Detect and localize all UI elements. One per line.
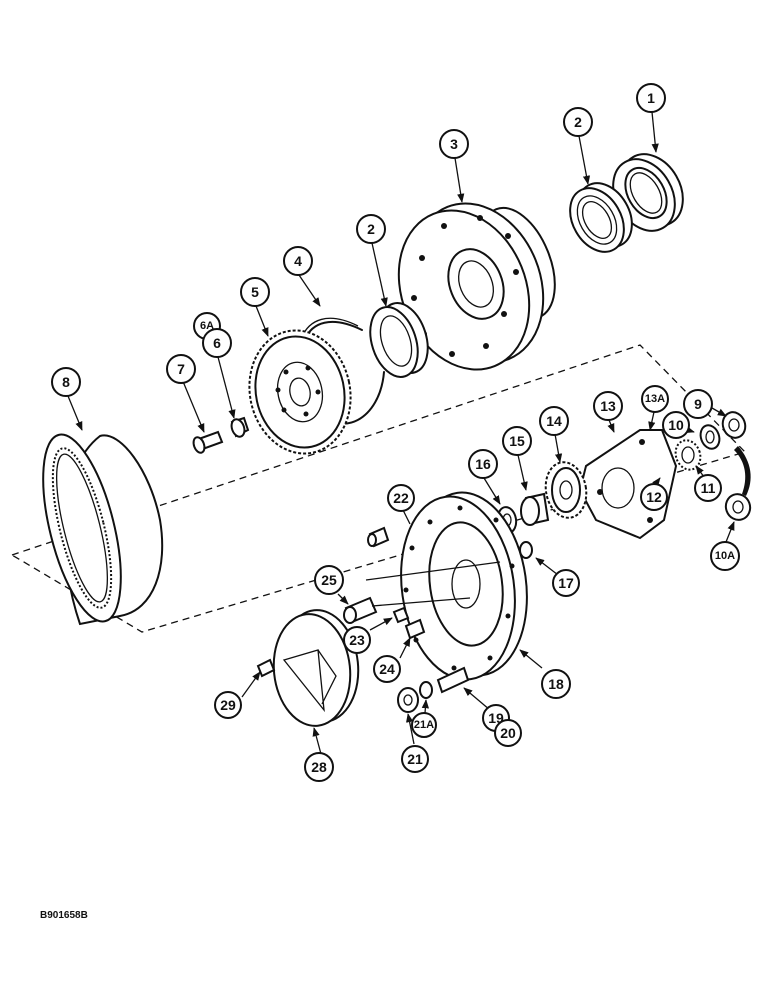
svg-text:28: 28 <box>311 759 327 775</box>
callout-13a: 13A <box>641 385 669 413</box>
part-13-carrier-plate[interactable] <box>578 429 678 540</box>
part-6-bushing[interactable] <box>229 416 250 438</box>
part-22-dowel-pin[interactable] <box>367 526 390 548</box>
callout-4: 4 <box>283 246 313 276</box>
callout-6: 6 <box>202 328 232 358</box>
part-7-bolt[interactable] <box>192 430 224 454</box>
svg-text:24: 24 <box>379 661 395 677</box>
svg-text:22: 22 <box>393 490 409 506</box>
part-24-plug[interactable] <box>404 618 426 640</box>
svg-text:6: 6 <box>213 335 221 351</box>
svg-text:3: 3 <box>450 136 458 152</box>
part-17-plug[interactable] <box>519 541 533 559</box>
callout-24: 24 <box>373 655 401 683</box>
callout-7: 7 <box>166 354 196 384</box>
svg-text:13: 13 <box>600 398 616 414</box>
part-25-sleeve[interactable] <box>343 596 378 624</box>
svg-text:2: 2 <box>574 114 582 130</box>
part-15-needle-bearing[interactable] <box>520 492 550 526</box>
callout-10a: 10A <box>710 541 740 571</box>
callout-3: 3 <box>439 129 469 159</box>
svg-text:4: 4 <box>294 253 302 269</box>
callout-10: 10 <box>662 411 690 439</box>
svg-text:23: 23 <box>349 632 365 648</box>
callout-15: 15 <box>502 426 532 456</box>
leader-lines <box>67 111 735 755</box>
callout-18: 18 <box>541 669 571 699</box>
svg-text:13A: 13A <box>645 393 665 405</box>
callout-29: 29 <box>214 691 242 719</box>
callout-25: 25 <box>314 565 344 595</box>
svg-text:14: 14 <box>546 413 562 429</box>
part-19-stud[interactable] <box>436 666 470 694</box>
svg-text:10A: 10A <box>715 550 735 562</box>
svg-text:1: 1 <box>647 90 655 106</box>
callout-21: 21 <box>401 745 429 773</box>
part-10-washer[interactable] <box>697 423 722 452</box>
svg-text:7: 7 <box>177 361 185 377</box>
callout-23: 23 <box>343 626 371 654</box>
callout-17: 17 <box>552 569 580 597</box>
svg-text:11: 11 <box>701 480 716 496</box>
part-2-bearing-cone-lower[interactable] <box>362 297 436 383</box>
part-11-sun-gear[interactable] <box>672 437 705 473</box>
svg-text:2: 2 <box>367 221 375 237</box>
svg-text:25: 25 <box>321 572 337 588</box>
part-8-ring-gear[interactable] <box>28 427 164 629</box>
part-3-hub[interactable] <box>376 184 570 390</box>
svg-text:21A: 21A <box>414 719 434 731</box>
part-28-cover[interactable] <box>268 606 363 729</box>
part-10a-nut[interactable] <box>722 491 753 524</box>
part-2-bearing-cup-upper[interactable] <box>559 174 643 262</box>
callout-13: 13 <box>593 391 623 421</box>
callout-8: 8 <box>51 367 81 397</box>
svg-text:10: 10 <box>668 417 684 433</box>
part-14-planet-gear[interactable] <box>541 459 590 521</box>
svg-text:9: 9 <box>694 396 702 412</box>
callout-11: 11 <box>694 474 722 502</box>
svg-text:12: 12 <box>646 489 662 505</box>
svg-text:15: 15 <box>509 433 525 449</box>
callout-28: 28 <box>304 752 334 782</box>
part-9-nut[interactable] <box>719 409 749 441</box>
callout-2-upper: 2 <box>563 107 593 137</box>
part-29-screw[interactable] <box>256 658 276 678</box>
callout-21a: 21A <box>411 712 437 738</box>
svg-text:21: 21 <box>407 751 423 767</box>
part-18-spindle-flange[interactable] <box>390 485 539 687</box>
reference-code: B901658B <box>40 910 88 921</box>
callout-22: 22 <box>387 484 415 512</box>
svg-text:16: 16 <box>475 456 491 472</box>
part-5-planetary-carrier-gear[interactable] <box>238 321 362 463</box>
svg-text:8: 8 <box>62 374 70 390</box>
svg-text:20: 20 <box>500 725 516 741</box>
callout-16: 16 <box>468 449 498 479</box>
svg-text:18: 18 <box>548 676 564 692</box>
svg-text:5: 5 <box>251 284 259 300</box>
part-23-fitting[interactable] <box>392 606 410 624</box>
part-21-nut[interactable] <box>397 687 419 713</box>
callout-9: 9 <box>683 389 713 419</box>
svg-text:29: 29 <box>220 697 236 713</box>
assembly-curved-arrow <box>734 446 751 496</box>
callout-12: 12 <box>640 483 668 511</box>
callout-20: 20 <box>494 719 522 747</box>
callout-1: 1 <box>636 83 666 113</box>
svg-text:17: 17 <box>558 575 574 591</box>
part-21a-washer[interactable] <box>419 681 433 699</box>
svg-text:6A: 6A <box>200 320 214 332</box>
callout-5: 5 <box>240 277 270 307</box>
callout-2-lower: 2 <box>356 214 386 244</box>
callout-14: 14 <box>539 406 569 436</box>
